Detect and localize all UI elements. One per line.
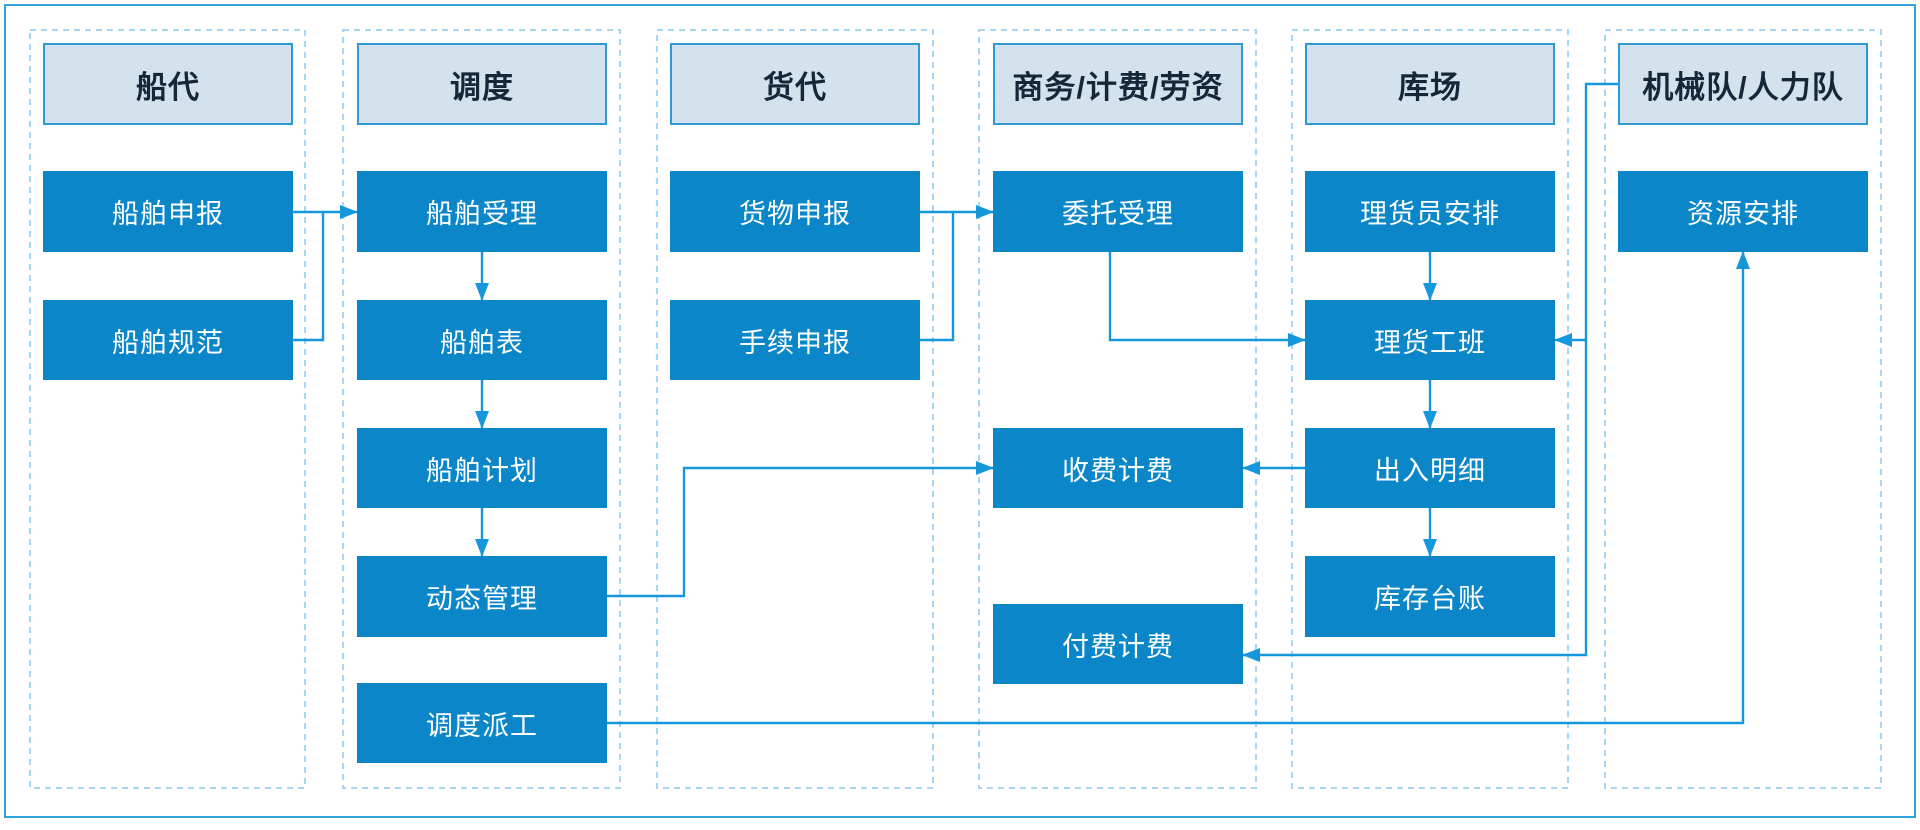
edge-machinery-team-to-payment-billing (1242, 82, 1618, 662)
node-ship-specification: 船舶规范 (43, 300, 293, 380)
node-inout-detail: 出入明细 (1305, 428, 1555, 508)
node-tallyman-arrangement: 理货员安排 (1305, 171, 1555, 252)
edge-entrust-acceptance-to-tally-shift (1108, 252, 1306, 347)
node-cargo-declaration: 货物申报 (670, 171, 920, 252)
node-ship-acceptance: 船舶受理 (357, 171, 607, 252)
lane-header-ship-agent: 船代 (43, 43, 293, 125)
node-ship-plan: 船舶计划 (357, 428, 607, 508)
edge-ship-specification-join (293, 213, 325, 342)
lane-header-yard: 库场 (1305, 43, 1555, 125)
edge-dispatch-assignment-to-resource-arrangement (607, 251, 1750, 725)
edge-procedure-declaration-join (920, 213, 955, 342)
node-charge-billing: 收费计费 (993, 428, 1243, 508)
node-ship-table: 船舶表 (357, 300, 607, 380)
edge-dynamic-management-to-charge-billing (607, 461, 994, 598)
lane-header-machinery-labor-team: 机械队/人力队 (1618, 43, 1868, 125)
node-procedure-declaration: 手续申报 (670, 300, 920, 380)
lane-header-business-billing-labor: 商务/计费/劳资 (993, 43, 1243, 125)
node-tally-shift: 理货工班 (1305, 300, 1555, 380)
node-dispatch-assignment: 调度派工 (357, 683, 607, 763)
diagram-outer-border (4, 4, 1916, 818)
lane-region-yard (1291, 29, 1569, 789)
node-inventory-ledger: 库存台账 (1305, 556, 1555, 637)
node-dynamic-management: 动态管理 (357, 556, 607, 637)
node-entrust-acceptance: 委托受理 (993, 171, 1243, 252)
node-payment-billing: 付费计费 (993, 604, 1243, 684)
node-resource-arrangement: 资源安排 (1618, 171, 1868, 252)
lane-region-cargo-agent (656, 29, 934, 789)
node-ship-declaration: 船舶申报 (43, 171, 293, 252)
lane-header-cargo-agent: 货代 (670, 43, 920, 125)
lane-region-machinery-labor-team (1604, 29, 1882, 789)
lane-header-dispatch: 调度 (357, 43, 607, 125)
lane-region-ship-agent (29, 29, 306, 789)
